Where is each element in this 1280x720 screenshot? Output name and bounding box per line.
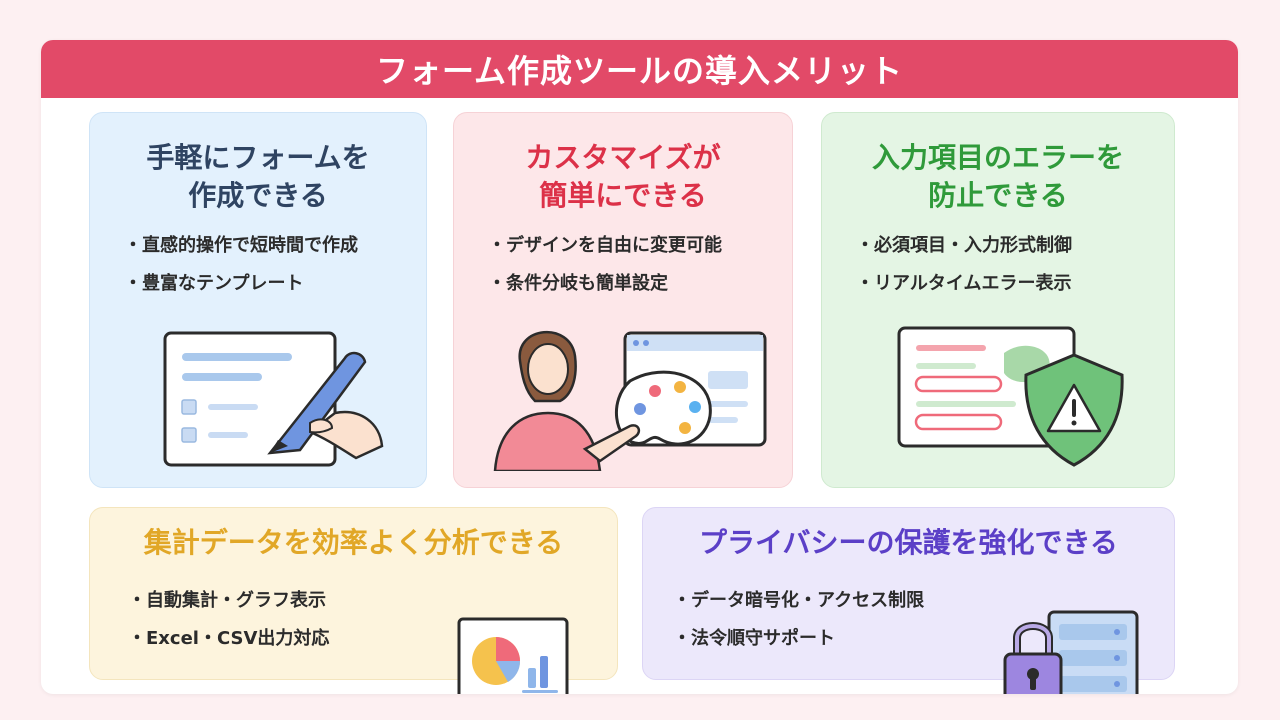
bullet-item: データ暗号化・アクセス制限 bbox=[673, 582, 924, 620]
card-bullets: 直感的操作で短時間で作成 豊富なテンプレート bbox=[124, 227, 358, 303]
page-title: フォーム作成ツールの導入メリット bbox=[375, 52, 904, 90]
warning-shield-icon bbox=[897, 326, 1124, 467]
card-title: プライバシーの保護を強化できる bbox=[699, 526, 1118, 559]
bullet-item: 必須項目・入力形式制御 bbox=[856, 227, 1072, 265]
card-title: 集計データを効率よく分析できる bbox=[143, 526, 564, 559]
card-easy-customization: カスタマイズが 簡単にできる デザインを自由に変更可能 条件分岐も簡単設定 bbox=[453, 112, 793, 488]
designer-with-palette-icon bbox=[493, 331, 767, 471]
card-privacy-protection: プライバシーの保護を強化できる データ暗号化・アクセス制限 法令順守サポート bbox=[642, 507, 1175, 694]
card-title: 入力項目のエラーを 防止できる bbox=[871, 141, 1124, 212]
bullet-item: Excel・CSV出力対応 bbox=[128, 620, 329, 658]
bullet-item: 豊富なテンプレート bbox=[124, 265, 358, 303]
card-bullets: 必須項目・入力形式制御 リアルタイムエラー表示 bbox=[856, 227, 1072, 303]
chart-monitor-icon bbox=[457, 617, 569, 694]
card-bullets: デザインを自由に変更可能 条件分岐も簡単設定 bbox=[488, 227, 722, 303]
card-easy-creation: 手軽にフォームを 作成できる 直感的操作で短時間で作成 豊富なテンプレート bbox=[89, 112, 427, 488]
bullet-item: リアルタイムエラー表示 bbox=[856, 265, 1072, 303]
padlock-server-icon bbox=[1003, 610, 1139, 694]
card-error-prevention: 入力項目のエラーを 防止できる 必須項目・入力形式制御 リアルタイムエラー表示 bbox=[821, 112, 1175, 488]
card-title: 手軽にフォームを 作成できる bbox=[146, 141, 370, 212]
card-bullets: データ暗号化・アクセス制限 法令順守サポート bbox=[673, 582, 924, 658]
card-data-analysis: 集計データを効率よく分析できる 自動集計・グラフ表示 Excel・CSV出力対応 bbox=[89, 507, 618, 694]
card-title: カスタマイズが 簡単にできる bbox=[525, 141, 721, 212]
card-bullets: 自動集計・グラフ表示 Excel・CSV出力対応 bbox=[128, 582, 329, 658]
bullet-item: 直感的操作で短時間で作成 bbox=[124, 227, 358, 265]
header-banner: フォーム作成ツールの導入メリット bbox=[41, 40, 1238, 98]
bullet-item: デザインを自由に変更可能 bbox=[488, 227, 722, 265]
bullet-item: 条件分岐も簡単設定 bbox=[488, 265, 722, 303]
infographic-panel: フォーム作成ツールの導入メリット 手軽にフォームを 作成できる 直感的操作で短時… bbox=[41, 40, 1238, 694]
form-with-pen-icon bbox=[163, 331, 384, 467]
bullet-item: 自動集計・グラフ表示 bbox=[128, 582, 329, 620]
bullet-item: 法令順守サポート bbox=[673, 620, 924, 658]
